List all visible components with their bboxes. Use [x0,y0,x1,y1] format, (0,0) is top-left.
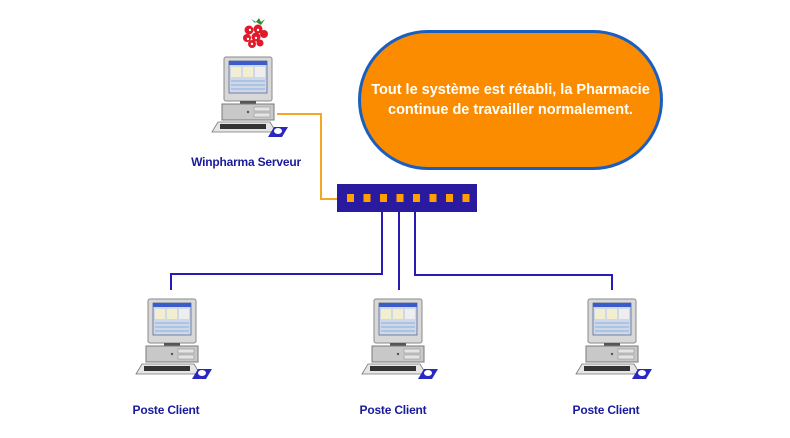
switch-port [429,194,437,202]
server-link [277,113,340,200]
status-message-line2: continue de travailler normalement. [388,102,633,118]
switch-port [396,194,404,202]
switch-port [462,194,470,202]
client-link-right [414,212,613,290]
switch-port [446,194,453,202]
switch-port [380,194,387,202]
switch-port [363,194,371,202]
status-message-line1: Tout le système est rétabli, la Pharmaci… [371,82,650,98]
switch-port [347,194,354,202]
server-label: Winpharma Serveur [191,155,301,169]
status-message-bubble: Tout le système est rétabli, la Pharmaci… [358,30,663,170]
client-computer-icon [135,298,213,380]
client-label-right: Poste Client [572,403,640,417]
client-label-center: Poste Client [359,403,427,417]
raspberry-icon [243,18,268,48]
client-computer-icon [361,298,439,380]
client-link-left [170,212,383,290]
switch-port [413,194,420,202]
client-computer-icon [575,298,653,380]
client-label-left: Poste Client [132,403,200,417]
network-switch [337,184,477,212]
server-computer-icon [211,56,289,138]
